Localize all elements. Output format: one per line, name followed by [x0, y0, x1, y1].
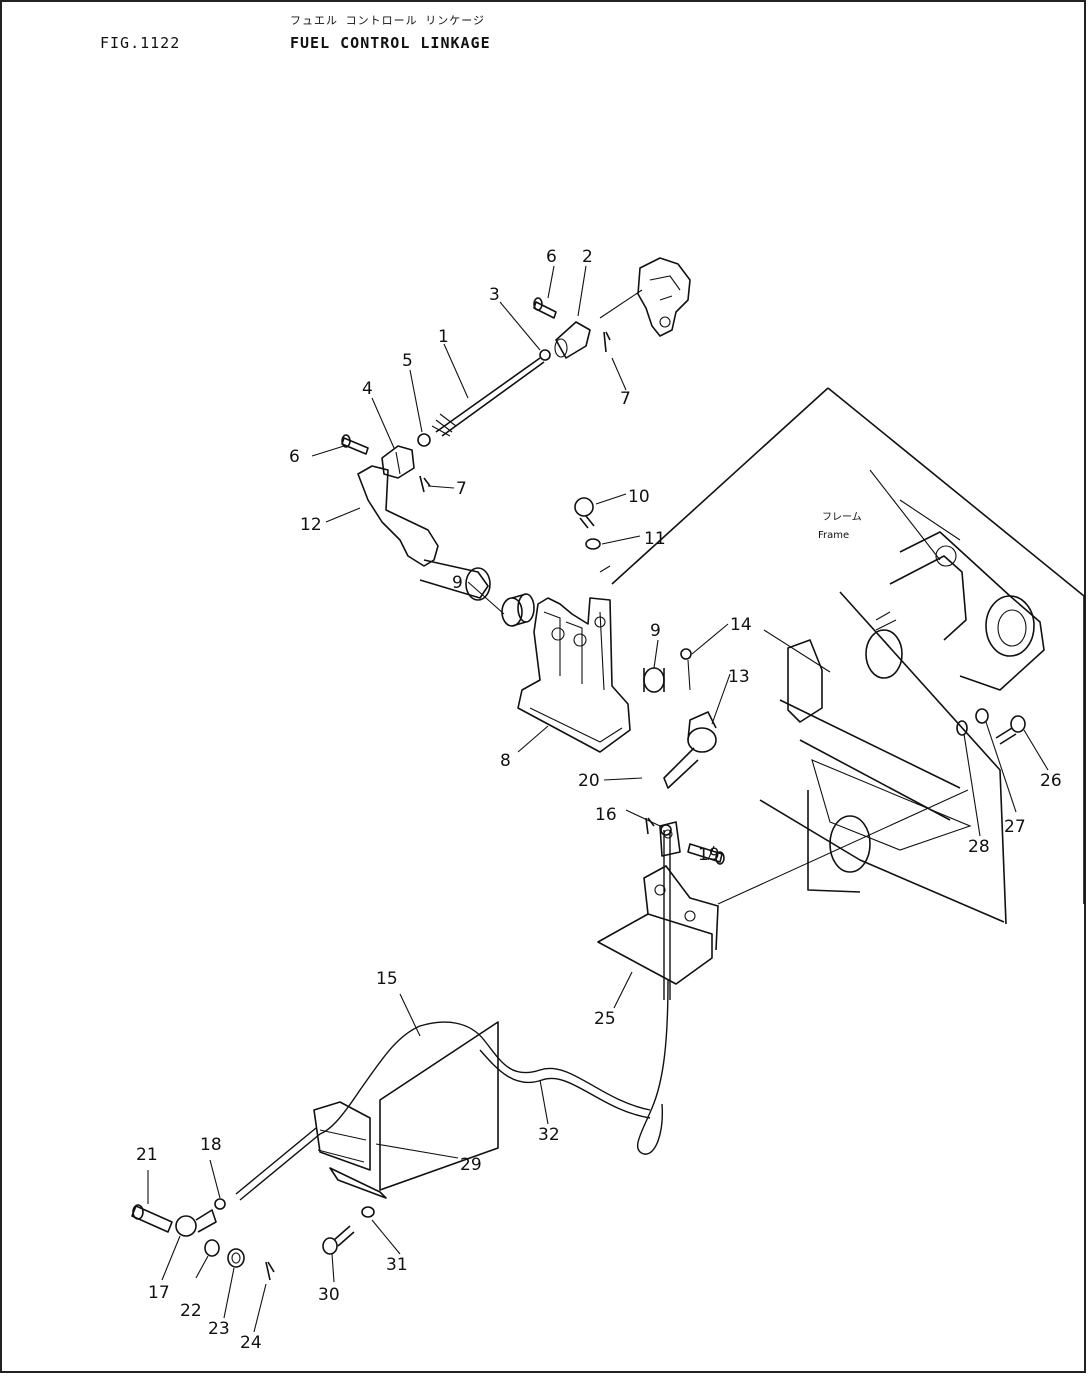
bolt-part-26: [995, 715, 1026, 745]
rod-part-1: [431, 357, 545, 437]
callout-numbers: 1 2 3 4 5 6 6 7 7 8 9 9 10 11 12 13 14 1…: [136, 247, 1062, 1353]
bracket-to-frame-line: [717, 789, 969, 905]
rod-end-part-17: [175, 1209, 217, 1237]
figure-title: FUEL CONTROL LINKAGE: [290, 34, 491, 52]
title-japanese: フュエル コントロール リンケージ: [290, 14, 486, 27]
callout-15: 15: [376, 969, 398, 989]
nut-part-5: [417, 433, 431, 447]
cotter-pin-part-7-lower: [419, 475, 431, 493]
callout-11: 11: [644, 529, 666, 549]
callout-7-lower: 7: [456, 479, 467, 499]
callout-26: 26: [1040, 771, 1062, 791]
clevis-part-2: [554, 321, 591, 359]
washer-part-27: [975, 708, 989, 724]
pin-part-19: [687, 843, 725, 865]
washer-part-31: [361, 1206, 375, 1218]
callout-3: 3: [489, 285, 500, 305]
callout-20: 20: [578, 771, 600, 791]
cotter-pin-part-7-upper: [603, 331, 611, 353]
callout-6-upper: 6: [546, 247, 557, 267]
callout-25: 25: [594, 1009, 616, 1029]
link-line-14: [599, 565, 691, 691]
cable-part-32: [319, 1021, 651, 1135]
washer-part-11: [585, 538, 601, 550]
callout-2: 2: [582, 247, 593, 267]
lever-connect-line: [599, 289, 643, 319]
callout-12: 12: [300, 515, 322, 535]
frame-label: フレーム Frame: [818, 511, 862, 541]
callout-13: 13: [728, 667, 750, 687]
callout-22: 22: [180, 1301, 202, 1321]
bushing-part-9-right: [643, 667, 665, 693]
callout-24: 24: [240, 1333, 262, 1353]
governor-lever-part: [637, 257, 691, 337]
washer-part-22: [204, 1239, 220, 1257]
cable-rod-lower: [235, 1127, 321, 1201]
bolt-part-30: [322, 1225, 355, 1255]
callout-27: 27: [1004, 817, 1026, 837]
bolt-part-10: [574, 497, 595, 529]
washer-part-28: [956, 720, 968, 736]
bushing-part-9-left: [501, 593, 535, 627]
callout-32: 32: [538, 1125, 560, 1145]
callout-30: 30: [318, 1285, 340, 1305]
lever-part-13: [663, 711, 717, 789]
callout-10: 10: [628, 487, 650, 507]
cable-loop: [637, 979, 669, 1155]
callout-4: 4: [362, 379, 373, 399]
callout-19: 19: [698, 845, 720, 865]
callout-7-upper: 7: [620, 389, 631, 409]
cable-sheath: [479, 1049, 651, 1119]
frame-label-en: Frame: [818, 530, 849, 541]
bracket-part-8: [517, 597, 631, 753]
callout-14: 14: [730, 615, 752, 635]
bracket-part-25: [597, 865, 719, 985]
callout-31: 31: [386, 1255, 408, 1275]
callout-8: 8: [500, 751, 511, 771]
pin-part-6-lower: [341, 434, 369, 455]
cable-end-upper: [660, 824, 672, 836]
callout-16: 16: [595, 805, 617, 825]
frame-structure: [611, 387, 1085, 925]
callout-18: 18: [200, 1135, 222, 1155]
callout-17: 17: [148, 1283, 170, 1303]
leader-lines: [147, 265, 1049, 1333]
nut-part-3: [539, 349, 551, 361]
bracket-part-29: [313, 1021, 499, 1199]
lever-part-12: [357, 465, 491, 601]
frame-label-jp: フレーム: [822, 511, 862, 523]
callout-1: 1: [438, 327, 449, 347]
cable-rod-upper: [663, 830, 671, 1000]
pin-part-6-upper: [533, 297, 557, 319]
callout-9-left: 9: [452, 573, 463, 593]
callout-21: 21: [136, 1145, 158, 1165]
callout-6-lower: 6: [289, 447, 300, 467]
callout-28: 28: [968, 837, 990, 857]
callout-9-right: 9: [650, 621, 661, 641]
cotter-pin-part-24: [265, 1261, 275, 1281]
nut-part-18: [214, 1198, 226, 1210]
clevis-part-4: [381, 445, 415, 479]
bolt-part-21: [131, 1204, 173, 1233]
nut-part-23: [227, 1248, 245, 1268]
callout-29: 29: [460, 1155, 482, 1175]
callout-5: 5: [402, 351, 413, 371]
figure-number: FIG.1122: [100, 34, 181, 52]
callout-23: 23: [208, 1319, 230, 1339]
nut-part-14: [680, 648, 692, 660]
